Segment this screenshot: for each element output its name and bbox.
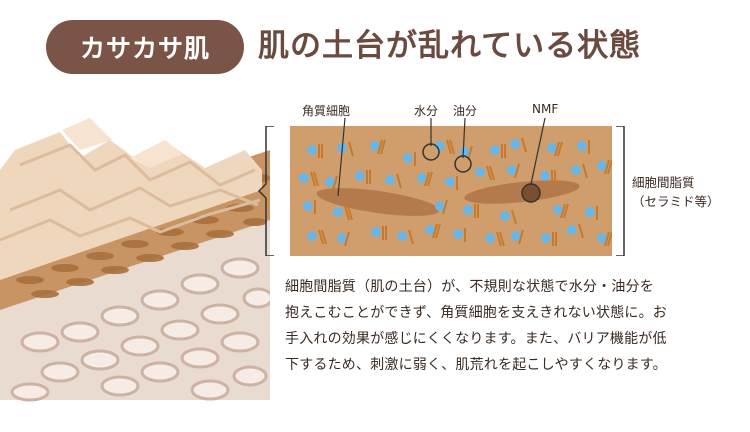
description-text: 細胞間脂質（肌の土台）が、不規則な状態で水分・油分を 抱えこむことができず、角質…: [285, 274, 725, 378]
oil-molecule-stick: [380, 139, 386, 155]
water-molecule-dot: [299, 173, 309, 183]
water-label: 水分: [414, 104, 439, 118]
oil-molecule-stick: [578, 223, 584, 239]
water-molecule-dot: [435, 201, 445, 211]
zoom-bracket-left: [258, 126, 274, 256]
oil-molecule-stick: [377, 139, 383, 155]
oil-molecule-stick: [442, 199, 448, 215]
water-molecule-dot: [370, 141, 380, 151]
water-molecule-dot: [547, 143, 557, 153]
oil-molecule-stick: [318, 229, 324, 245]
oil-molecule-stick: [604, 159, 610, 175]
oil-molecule-stick: [607, 159, 612, 175]
oil-molecule-stick: [396, 173, 402, 189]
lipid-label-line1: 細胞間脂質: [632, 175, 695, 190]
lipid-label-line2: （セラミド等）: [632, 194, 720, 209]
oil-molecule-stick: [499, 231, 505, 247]
water-molecule-dot: [541, 233, 551, 243]
oil-molecule-stick: [427, 171, 433, 187]
water-molecule-dot: [403, 153, 413, 163]
water-molecule-dot: [417, 173, 427, 183]
water-molecule-dot: [325, 177, 335, 187]
water-molecule-dot: [577, 141, 587, 151]
water-molecule-dot: [597, 233, 607, 243]
intercellular-lipid-label: 細胞間脂質 （セラミド等）: [632, 173, 720, 211]
water-molecule-dot: [385, 175, 395, 185]
water-molecule-dot: [453, 229, 463, 239]
water-molecule-dot: [571, 165, 581, 175]
water-molecule-dot: [490, 145, 500, 155]
oil-molecule-stick: [332, 175, 338, 191]
water-molecule-dot: [371, 227, 381, 237]
water-molecule-dot: [510, 139, 520, 149]
oil-molecule-stick: [607, 231, 612, 247]
oil-molecule-stick: [518, 229, 524, 245]
oil-molecule-stick: [347, 205, 353, 221]
oil-molecule-stick: [511, 209, 517, 225]
oil-molecule-stick: [449, 139, 455, 155]
oil-molecule-stick: [310, 171, 316, 187]
water-molecule-dot: [553, 205, 563, 215]
water-molecule-dot: [485, 233, 495, 243]
description-line-2: 抱えこむことができず、角質細胞を支えきれない状態に。お: [285, 305, 667, 321]
oil-molecule-stick: [521, 137, 527, 153]
corneocyte-left: [316, 188, 440, 216]
water-molecule-dot: [585, 207, 595, 217]
oil-molecule-stick: [563, 203, 569, 219]
oil-molecule-stick: [604, 231, 610, 247]
water-molecule-dot: [307, 231, 317, 241]
lipid-layer-zoom-panel: [290, 126, 612, 256]
oil-molecule-stick: [514, 163, 520, 179]
skin-cross-section-illustration: [0, 118, 270, 402]
oil-molecule-stick: [582, 163, 588, 179]
lipid-bracket-right: [616, 126, 625, 256]
oil-molecule-stick: [554, 141, 560, 157]
water-molecule-dot: [597, 161, 607, 171]
water-molecule-dot: [303, 201, 313, 211]
oil-molecule-stick: [560, 203, 566, 219]
water-molecule-dot: [475, 167, 485, 177]
oil-molecule-stick: [408, 229, 414, 245]
water-molecule-dot: [445, 177, 455, 187]
oil-molecule-stick: [446, 139, 452, 155]
water-molecule-dot: [460, 147, 470, 157]
skin-type-badge: カサカサ肌: [46, 20, 244, 74]
water-molecule-dot: [567, 225, 577, 235]
oil-molecule-stick: [486, 165, 492, 181]
oil-molecule-stick: [489, 165, 495, 181]
oil-molecule-stick: [424, 171, 430, 187]
water-molecule-dot: [511, 231, 521, 241]
water-molecule-dot: [507, 165, 517, 175]
water-molecule-dot: [337, 233, 347, 243]
water-molecule-dot: [307, 145, 317, 155]
water-molecule-dot: [355, 171, 365, 181]
water-molecule-dot: [425, 225, 435, 235]
water-molecule-dot: [500, 211, 510, 221]
oil-molecule-stick: [557, 141, 563, 157]
oil-molecule-stick: [432, 223, 438, 239]
description-line-3: 手入れの効果が感じにくくなります。また、バリア機能が低: [285, 331, 667, 347]
water-molecule-dot: [397, 231, 407, 241]
water-molecule-dot: [333, 207, 343, 217]
water-molecule-dot: [540, 171, 550, 181]
oil-molecule-stick: [313, 171, 319, 187]
oil-molecule-stick: [344, 231, 350, 247]
nmf-label: NMF: [532, 102, 559, 116]
description-line-1: 細胞間脂質（肌の土台）が、不規則な状態で水分・油分を: [285, 279, 654, 295]
description-line-4: 下するため、刺激に弱く、肌荒れを起こしやすくなります。: [285, 357, 667, 373]
water-molecule-dot: [463, 205, 473, 215]
page-title: 肌の土台が乱れている状態: [258, 28, 642, 64]
corneocyte-label: 角質細胞: [302, 104, 351, 118]
oil-molecule-stick: [344, 205, 350, 221]
oil-molecule-stick: [435, 223, 441, 239]
oil-label: 油分: [453, 104, 478, 118]
oil-molecule-stick: [348, 141, 354, 157]
oil-molecule-stick: [321, 229, 327, 245]
oil-molecule-stick: [496, 231, 502, 247]
